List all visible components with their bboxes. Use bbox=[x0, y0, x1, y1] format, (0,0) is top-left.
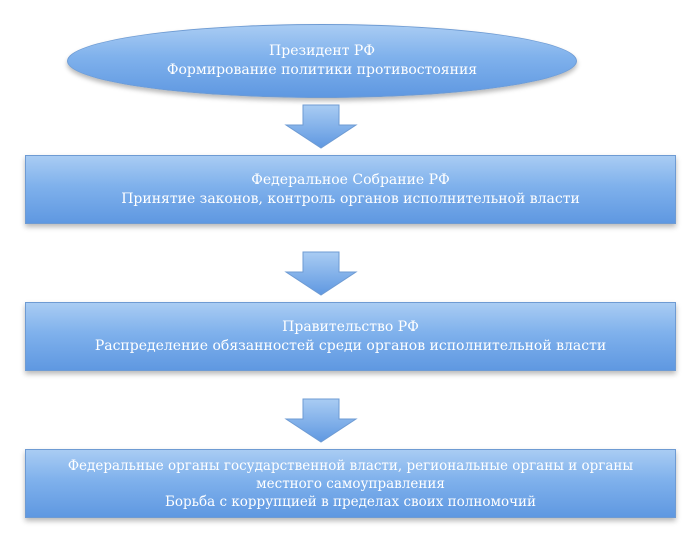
node-president-role: Формирование политики противостояния bbox=[166, 62, 478, 78]
node-government-title: Правительство РФ bbox=[282, 318, 419, 335]
flow-arrow-2 bbox=[284, 251, 358, 296]
flow-arrow-3 bbox=[284, 398, 358, 443]
node-federal-assembly: Федеральное Собрание РФ Принятие законов… bbox=[25, 155, 676, 224]
node-organs-title-line2: местного самоуправления bbox=[256, 475, 445, 492]
flow-arrow-1 bbox=[284, 104, 358, 149]
node-federal-regional-organs: Федеральные органы государственной власт… bbox=[25, 449, 676, 518]
node-organs-title-line1: Федеральные органы государственной власт… bbox=[67, 457, 634, 474]
node-government-role: Распределение обязанностей среди органов… bbox=[94, 337, 607, 354]
node-federal-assembly-title: Федеральное Собрание РФ bbox=[251, 171, 450, 188]
node-organs-role: Борьба с коррупцией в пределах своих пол… bbox=[164, 493, 537, 510]
node-president-title: Президент РФ bbox=[269, 43, 375, 59]
node-federal-assembly-role: Принятие законов, контроль органов испол… bbox=[121, 190, 580, 207]
node-government: Правительство РФ Распределение обязаннос… bbox=[25, 302, 676, 371]
node-president: Президент РФ Формирование политики проти… bbox=[67, 24, 577, 98]
